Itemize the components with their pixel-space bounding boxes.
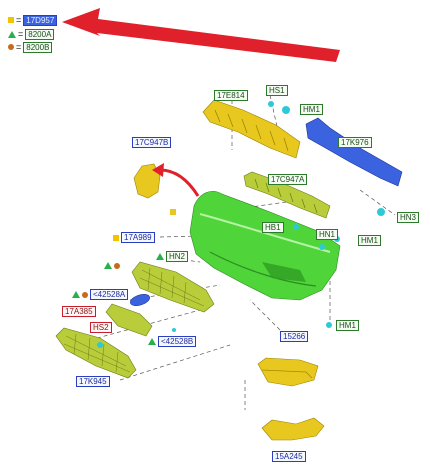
part-17E814-ribs	[214, 109, 289, 152]
label-17C947B[interactable]: 17C947B	[132, 137, 172, 148]
callout-HN2: HN2	[156, 251, 189, 262]
callout-15266: 15266	[280, 331, 309, 342]
legend-row-circle: = 8200B	[8, 41, 53, 53]
triangle-symbol-icon	[156, 253, 164, 260]
label-HS1[interactable]: HS1	[266, 85, 288, 96]
legend-code-17D957[interactable]: 17D957	[23, 14, 58, 26]
label-HS2[interactable]: HS2	[90, 322, 112, 333]
callout-fasteners-HN2	[104, 262, 120, 269]
label-17K976[interactable]: 17K976	[338, 137, 372, 148]
square-symbol-icon	[113, 234, 119, 241]
legend-equals: =	[18, 29, 24, 39]
deflector-shade	[261, 369, 313, 379]
label-HN2[interactable]: HN2	[166, 251, 189, 262]
circle-symbol-icon	[8, 44, 14, 50]
label-15A245[interactable]: 15A245	[272, 451, 306, 462]
part-17C947A-absorber	[243, 171, 331, 219]
square-symbol-icon	[8, 17, 14, 23]
triangle-symbol-icon	[8, 30, 16, 38]
callout-HS2: HS2	[90, 322, 112, 333]
callout-17K945: 17K945	[76, 376, 110, 387]
callout-17A385: 17A385	[62, 306, 96, 317]
callout-HN3: HN3	[397, 212, 420, 223]
legend-row-square: = 17D957	[8, 14, 58, 26]
label-HM1-mid[interactable]: HM1	[358, 235, 381, 246]
callout-17C947B: 17C947B	[132, 137, 172, 148]
grille-mesh-b	[63, 333, 131, 373]
label-42528B[interactable]: <42528B	[158, 336, 197, 347]
label-17K945[interactable]: 17K945	[76, 376, 110, 387]
bumper-highlight	[199, 213, 331, 253]
part-bumper-cover-green	[189, 191, 341, 301]
part-15A245-trim	[261, 417, 325, 441]
red-pointer-arrow	[62, 8, 340, 62]
red-curved-arrowhead	[152, 163, 164, 177]
callout-42528B: <42528B	[148, 336, 197, 347]
triangle-symbol-icon	[148, 338, 156, 345]
part-17A385-plate	[105, 303, 153, 337]
label-15266[interactable]: 15266	[280, 331, 309, 342]
triangle-symbol-icon	[72, 291, 80, 298]
part-17C947B-bracket	[133, 163, 161, 199]
bumper-lower-opening	[209, 251, 317, 287]
circle-symbol-icon	[114, 262, 120, 269]
part-15266-deflector	[257, 357, 319, 387]
label-HM1-low[interactable]: HM1	[336, 320, 359, 331]
legend-code-8200B[interactable]: 8200B	[23, 41, 53, 53]
label-HN3[interactable]: HN3	[397, 212, 420, 223]
part-17K945-lower-grille	[55, 327, 137, 379]
callout-17K976: 17K976	[338, 137, 372, 148]
absorber-slots	[254, 178, 318, 214]
callout-17C947A: 17C947A	[268, 174, 308, 185]
fastener-clips	[97, 101, 385, 348]
legend-equals: =	[16, 42, 22, 52]
circle-symbol-icon	[82, 291, 88, 298]
label-17A385[interactable]: 17A385	[62, 306, 96, 317]
callout-HB1: HB1	[262, 222, 284, 233]
label-17E814[interactable]: 17E814	[214, 90, 248, 101]
part-17E814-yellow-bracket	[202, 99, 301, 159]
callout-17E814: 17E814	[214, 90, 248, 101]
part-42528A-emblem	[130, 294, 150, 306]
legend-equals: =	[16, 15, 22, 25]
callout-HM1-low: HM1	[336, 320, 359, 331]
label-42528A[interactable]: <42528A	[90, 289, 129, 300]
triangle-symbol-icon	[104, 262, 112, 269]
label-HB1[interactable]: HB1	[262, 222, 284, 233]
callout-15A245: 15A245	[272, 451, 306, 462]
red-curved-arrow	[159, 168, 200, 197]
callout-HN1: HN1	[316, 229, 339, 240]
bumper-grille-opening	[262, 262, 306, 282]
legend-code-8200A[interactable]: 8200A	[25, 28, 55, 40]
label-17C947A[interactable]: 17C947A	[268, 174, 308, 185]
legend-row-triangle: = 8200A	[8, 28, 55, 40]
grille-mesh-a	[139, 267, 205, 307]
callout-17A989: 17A989	[113, 232, 155, 243]
label-17A989[interactable]: 17A989	[121, 232, 155, 243]
part-17K976-blue-beam	[305, 117, 403, 187]
callout-42528A: <42528A	[72, 289, 129, 300]
label-HN1[interactable]: HN1	[316, 229, 339, 240]
callout-HM1-top: HM1	[300, 104, 323, 115]
callout-HM1-mid: HM1	[358, 235, 381, 246]
callout-HS1: HS1	[266, 85, 288, 96]
label-HM1-top[interactable]: HM1	[300, 104, 323, 115]
